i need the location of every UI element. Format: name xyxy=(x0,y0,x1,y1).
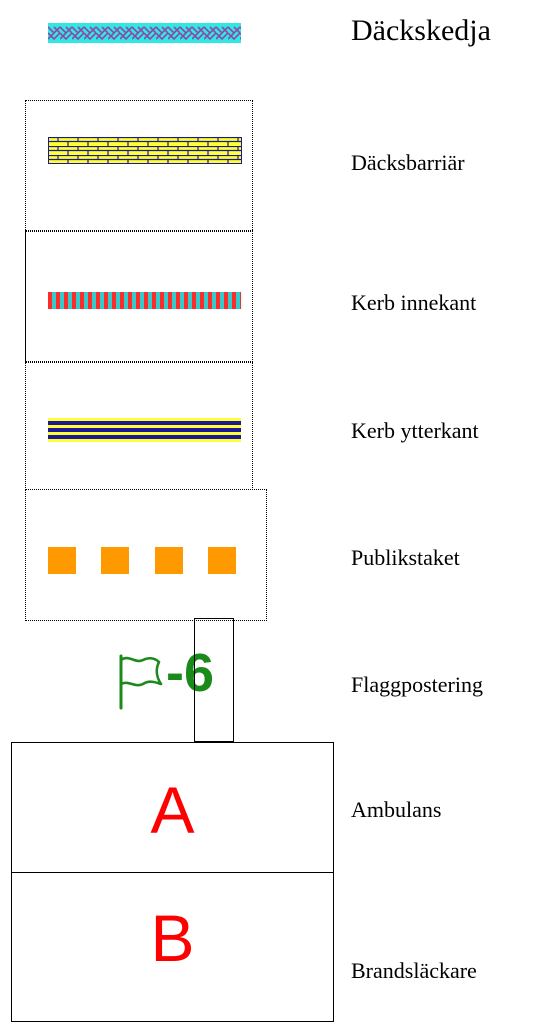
kerb-inner-frame xyxy=(25,230,253,362)
kerb-outer-symbol xyxy=(48,418,241,444)
spectator-fence-frame xyxy=(25,489,267,621)
fence-post xyxy=(101,547,129,574)
legend-label-kerb-inner: Kerb innekant xyxy=(351,290,477,315)
flag-post-number-box xyxy=(194,618,234,742)
kerb-inner-symbol xyxy=(48,292,241,309)
fence-post xyxy=(208,547,236,574)
legend-label-flag-post: Flaggpostering xyxy=(351,672,483,697)
tire-barrier-frame xyxy=(25,100,253,232)
tire-barrier-symbol xyxy=(48,137,242,164)
spectator-fence-symbol xyxy=(48,547,238,574)
legend-label-tire-barrier: Däcksbarriär xyxy=(351,150,465,175)
tire-chain-symbol xyxy=(48,23,241,43)
fire-extinguisher-box: B xyxy=(11,872,334,1022)
flag-post-number: -6 xyxy=(166,643,215,703)
ambulance-letter: A xyxy=(150,773,195,847)
legend-label-fire-extinguisher: Brandsläckare xyxy=(351,958,477,983)
legend-label-tire-chain: Däckskedja xyxy=(351,14,491,47)
legend-label-ambulance: Ambulans xyxy=(351,797,442,822)
fence-post xyxy=(155,547,183,574)
fence-post xyxy=(48,547,76,574)
legend-label-kerb-outer: Kerb ytterkant xyxy=(351,418,479,443)
fire-extinguisher-letter: B xyxy=(150,901,195,975)
ambulance-box: A xyxy=(11,742,334,873)
legend-label-spectator-fence: Publikstaket xyxy=(351,545,460,570)
flag-icon xyxy=(115,652,167,710)
